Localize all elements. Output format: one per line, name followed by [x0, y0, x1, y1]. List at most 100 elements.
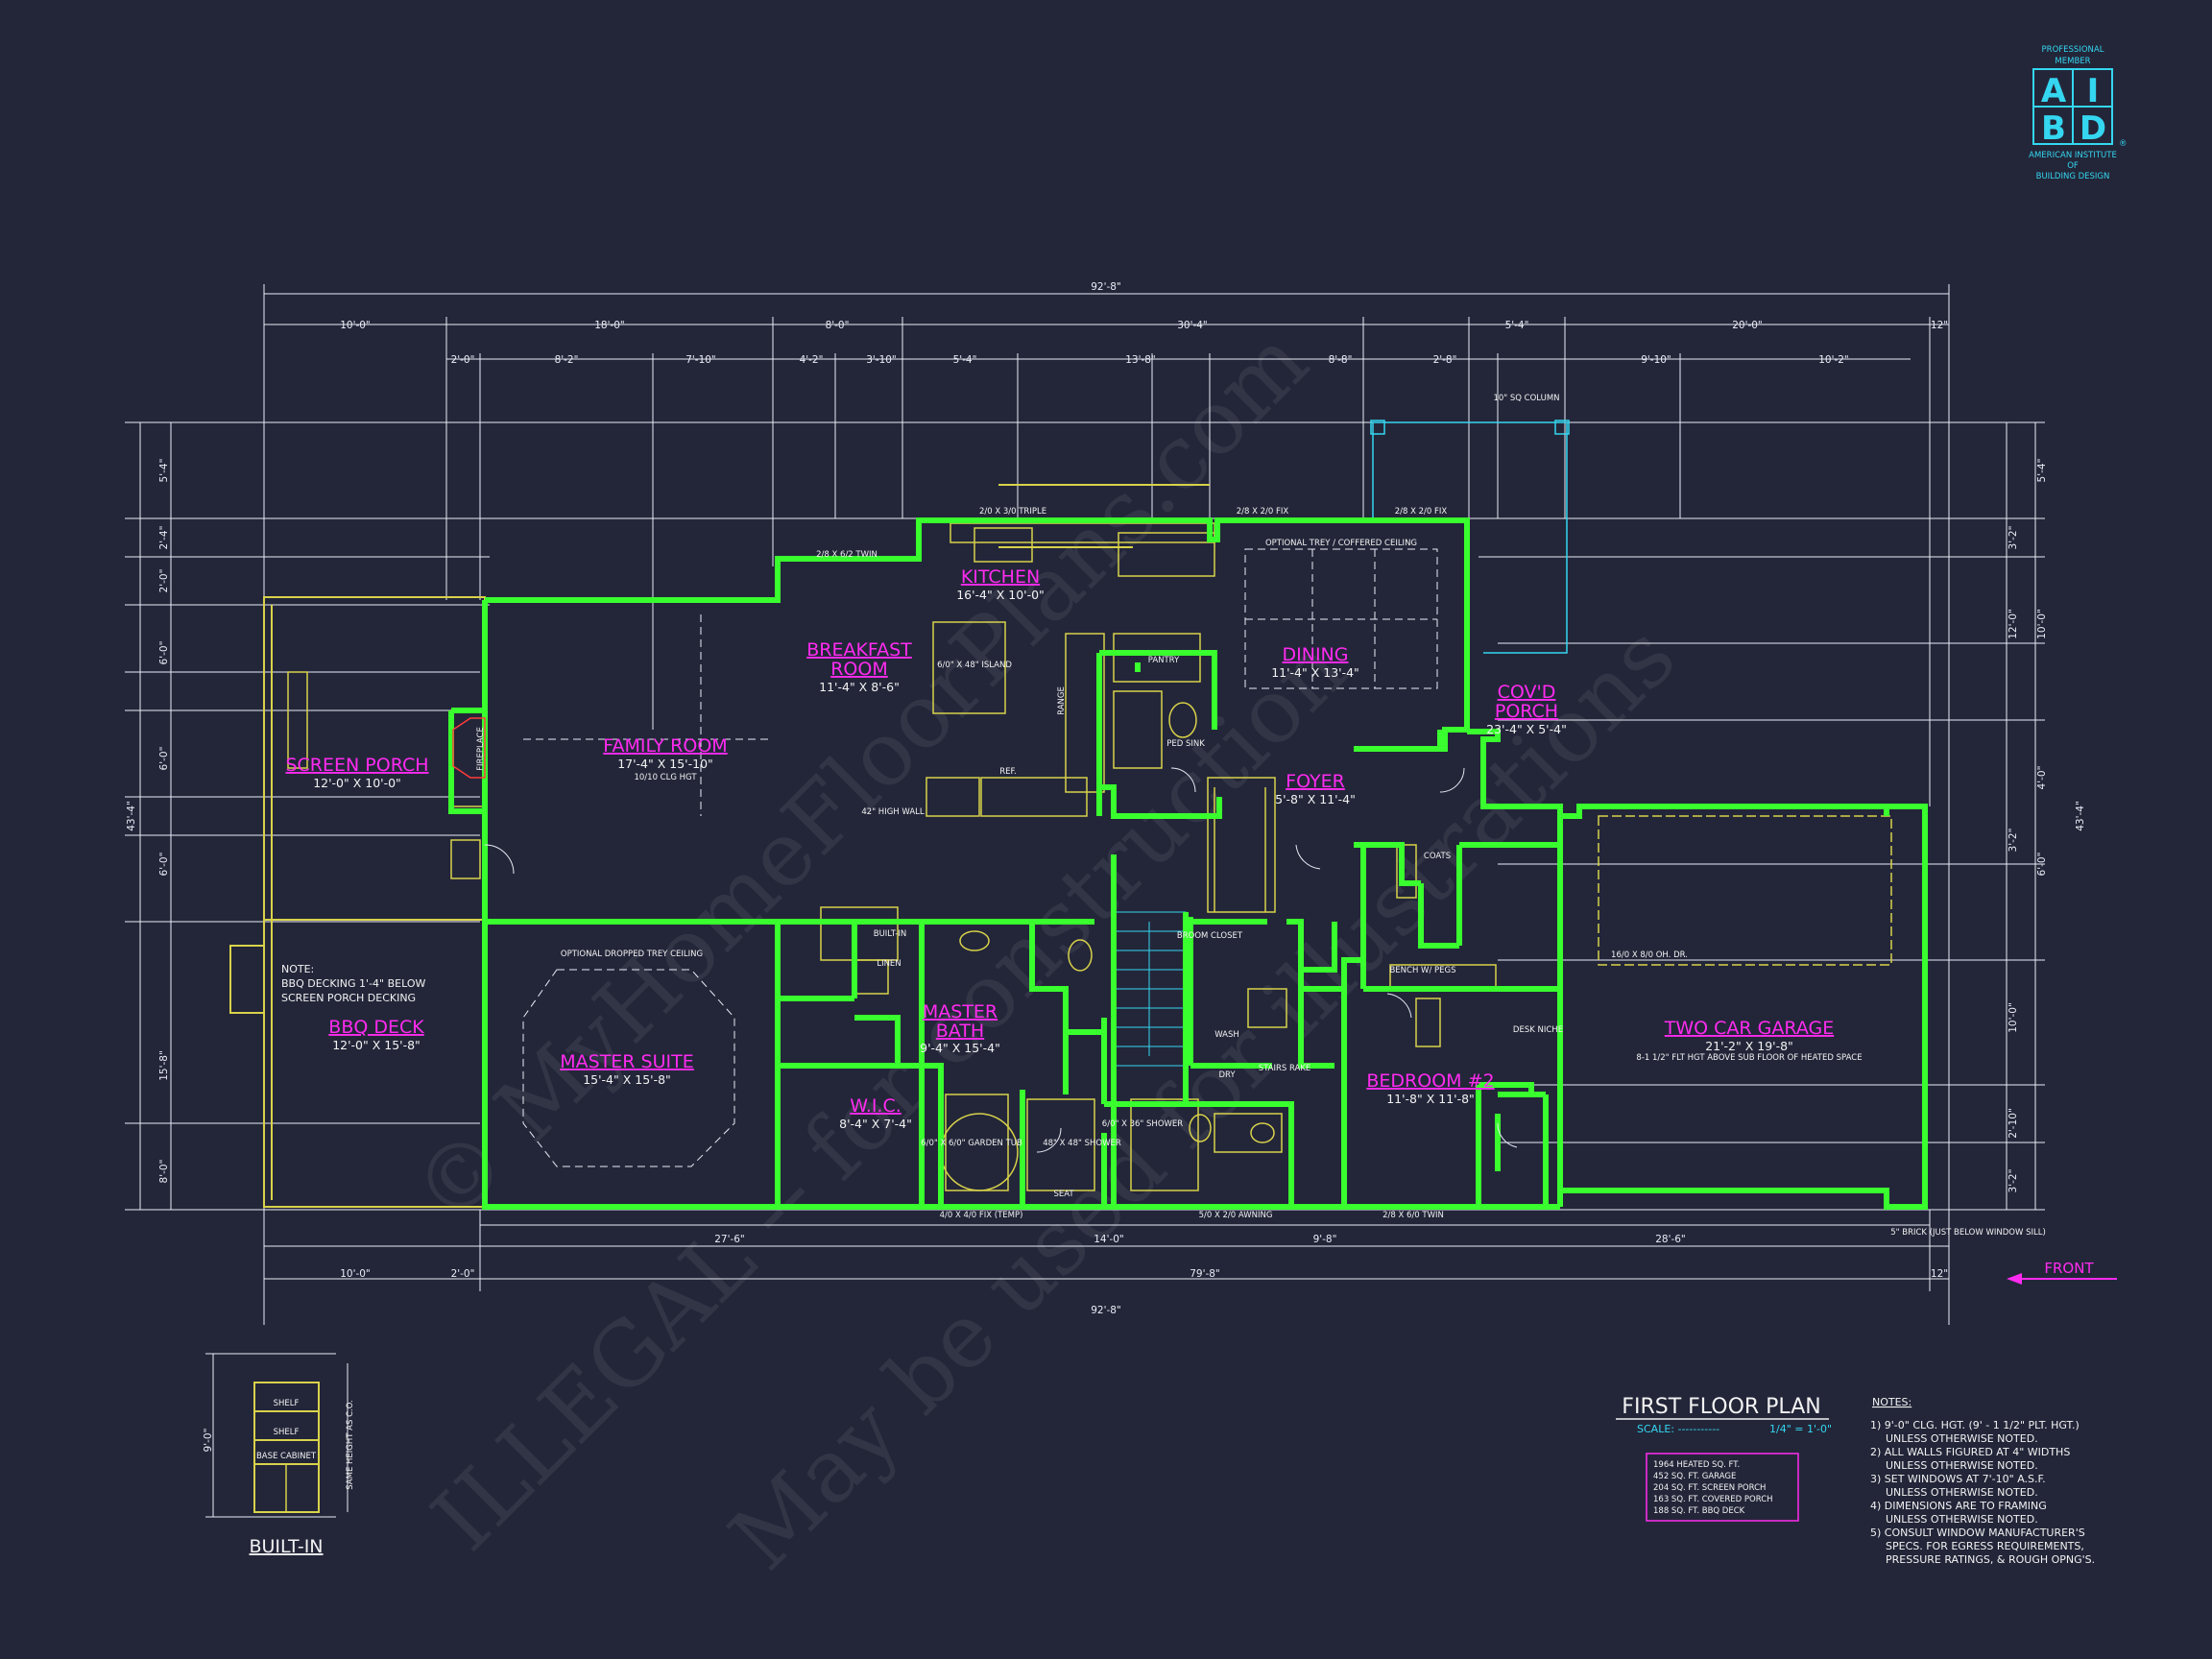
covd-porch-name: COV'D — [1498, 682, 1556, 703]
bedroom2-size: 11'-8" X 11'-8" — [1386, 1092, 1475, 1106]
built-in-height: 9'-0" — [203, 1429, 214, 1453]
foyer-name: FOYER — [1286, 771, 1345, 792]
label-garden-tub: 6/0" X 6/0" GARDEN TUB — [921, 1139, 1022, 1148]
wic-size: 8'-4" X 7'-4" — [839, 1117, 912, 1131]
notes-line-4: UNLESS OTHERWISE NOTED. — [1886, 1459, 2038, 1472]
dim-right-g: 6'-0" — [2036, 853, 2048, 877]
built-in-shelf-1: SHELF — [274, 1399, 300, 1408]
area-screen-porch: 204 SQ. FT. SCREEN PORCH — [1653, 1483, 1766, 1493]
family-room-name: FAMILY ROOM — [603, 735, 727, 757]
deck-note-2: SCREEN PORCH DECKING — [281, 992, 416, 1004]
dim-top1-b: 18'-0" — [594, 320, 625, 331]
dim-top2-b: 8'-2" — [555, 354, 579, 366]
dim-bottom2-a: 10'-0" — [340, 1268, 371, 1280]
scale-label: SCALE: ----------- — [1637, 1423, 1719, 1435]
dim-top2-d: 4'-2" — [800, 354, 824, 366]
label-opt-dropped: OPTIONAL DROPPED TREY CEILING — [561, 950, 703, 959]
notes-line-8: UNLESS OTHERWISE NOTED. — [1886, 1513, 2038, 1526]
kitchen-name: KITCHEN — [961, 566, 1040, 588]
bedroom2-name: BEDROOM #2 — [1366, 1070, 1494, 1092]
aibd-logo: PROFESSIONAL MEMBER A I B D ® AMERICAN I… — [2029, 45, 2127, 181]
label-island: 6/0" X 48" ISLAND — [937, 661, 1012, 670]
label-linen: LINEN — [877, 959, 901, 969]
label-dry: DRY — [1218, 1070, 1236, 1080]
bbq-deck-name: BBQ DECK — [328, 1017, 424, 1038]
label-shower: 48" X 48" SHOWER — [1043, 1139, 1121, 1148]
logo-letter-a: A — [2041, 72, 2067, 110]
label-twin-bottom: 2/8 X 6/0 TWIN — [1382, 1211, 1444, 1220]
dim-left-overall: 43'-4" — [126, 801, 137, 831]
notes-line-2: UNLESS OTHERWISE NOTED. — [1886, 1432, 2038, 1445]
master-bath-size: 9'-4" X 15'-4" — [920, 1041, 1000, 1055]
logo-letter-b: B — [2041, 109, 2066, 148]
dim-left-e: 6'-0" — [158, 747, 170, 771]
dim-right-j: 3'-2" — [2008, 1169, 2019, 1193]
label-fix-window-2: 2/8 X 2/0 FIX — [1395, 507, 1448, 517]
dim-left-a: 5'-4" — [158, 459, 170, 483]
dim-right-i: 2'-10" — [2008, 1108, 2019, 1139]
label-stairs-rake: STAIRS RAKE — [1259, 1064, 1311, 1073]
dim-right-a: 5'-4" — [2036, 459, 2048, 483]
area-garage: 452 SQ. FT. GARAGE — [1653, 1472, 1736, 1481]
deck-note-title: NOTE: — [281, 963, 314, 975]
dim-top1-d: 30'-4" — [1177, 320, 1208, 331]
notes-heading: NOTES: — [1872, 1396, 1911, 1408]
dim-bottom2-b: 2'-0" — [451, 1268, 475, 1280]
dim-right-d: 12'-0" — [2008, 609, 2019, 639]
dim-right-e: 4'-0" — [2036, 766, 2048, 790]
notes-line-9: 5) CONSULT WINDOW MANUFACTURER'S — [1870, 1527, 2085, 1539]
garage-name: TWO CAR GARAGE — [1664, 1018, 1834, 1039]
dim-top1-e: 5'-4" — [1505, 320, 1529, 331]
dim-top2-k: 10'-2" — [1818, 354, 1849, 366]
master-suite-size: 15'-4" X 15'-8" — [583, 1072, 671, 1087]
dim-left-f: 6'-0" — [158, 853, 170, 877]
dining-name: DINING — [1283, 644, 1349, 665]
dim-left-h: 8'-0" — [158, 1160, 170, 1184]
dim-top2-h: 8'-8" — [1329, 354, 1353, 366]
notes-line-5: 3) SET WINDOWS AT 7'-10" A.S.F. — [1870, 1473, 2046, 1485]
family-room-ceiling: 10/10 CLG HGT — [634, 773, 697, 782]
built-in-base: BASE CABINET — [256, 1452, 317, 1461]
door-swings — [484, 767, 1518, 1153]
notes-line-6: UNLESS OTHERWISE NOTED. — [1886, 1486, 2038, 1499]
dim-right-b: 3'-2" — [2008, 526, 2019, 550]
bbq-deck-size: 12'-0" X 15'-8" — [332, 1038, 421, 1052]
annotations: 2/0 X 3/0 TRIPLE 2/8 X 6/2 TWIN 2/8 X 2/… — [281, 394, 2046, 1238]
label-bench: BENCH W/ PEGS — [1389, 966, 1455, 975]
scale-value: 1/4" = 1'-0" — [1769, 1423, 1832, 1435]
area-bbq-deck: 188 SQ. FT. BBQ DECK — [1653, 1506, 1745, 1516]
label-shower-2: 6/0" X 36" SHOWER — [1102, 1119, 1183, 1129]
label-desk: DESK NICHE — [1513, 1025, 1563, 1035]
plan-title: FIRST FLOOR PLAN — [1622, 1395, 1820, 1419]
fixtures — [287, 522, 1892, 1191]
notes-block: NOTES: 1) 9'-0" CLG. HGT. (9' - 1 1/2" P… — [1870, 1396, 2095, 1566]
dimension-lines — [125, 284, 2045, 1325]
label-fix-window: 2/8 X 2/0 FIX — [1237, 507, 1289, 517]
fireplace — [452, 717, 486, 779]
dim-left-g: 15'-8" — [158, 1050, 170, 1081]
label-ped-sink: PED SINK — [1166, 739, 1205, 749]
logo-letter-d: D — [2080, 109, 2106, 148]
dim-top2-j: 9'-10" — [1641, 354, 1671, 366]
dim-right-overall: 43'-4" — [2075, 801, 2086, 831]
dim-bottom2-d: 12" — [1931, 1268, 1948, 1280]
screen-porch-name: SCREEN PORCH — [285, 755, 428, 776]
stairs — [1113, 911, 1187, 1067]
label-broom-closet: BROOM CLOSET — [1177, 931, 1243, 941]
label-column: 10" SQ COLUMN — [1493, 394, 1559, 403]
notes-line-1: 1) 9'-0" CLG. HGT. (9' - 1 1/2" PLT. HGT… — [1870, 1419, 2080, 1431]
wic-name: W.I.C. — [850, 1095, 902, 1117]
dim-top1-a: 10'-0" — [340, 320, 371, 331]
dim-bottom2-c: 79'-8" — [1190, 1268, 1220, 1280]
family-room-size: 17'-4" X 15'-10" — [617, 757, 713, 771]
label-built-in: BUILT-IN — [874, 929, 906, 939]
label-high-wall: 42" HIGH WALL — [861, 807, 924, 817]
dim-top2-i: 2'-8" — [1433, 354, 1457, 366]
garage-size: 21'-2" X 19'-8" — [1705, 1039, 1793, 1053]
notes-line-3: 2) ALL WALLS FIGURED AT 4" WIDTHS — [1870, 1446, 2070, 1458]
label-brick-note: 5" BRICK (JUST BELOW WINDOW SILL) — [1890, 1228, 2046, 1238]
deck-note-1: BBQ DECKING 1'-4" BELOW — [281, 977, 425, 990]
master-bath-name-2: BATH — [936, 1021, 984, 1042]
dim-bottom1-d: 28'-6" — [1655, 1234, 1686, 1245]
